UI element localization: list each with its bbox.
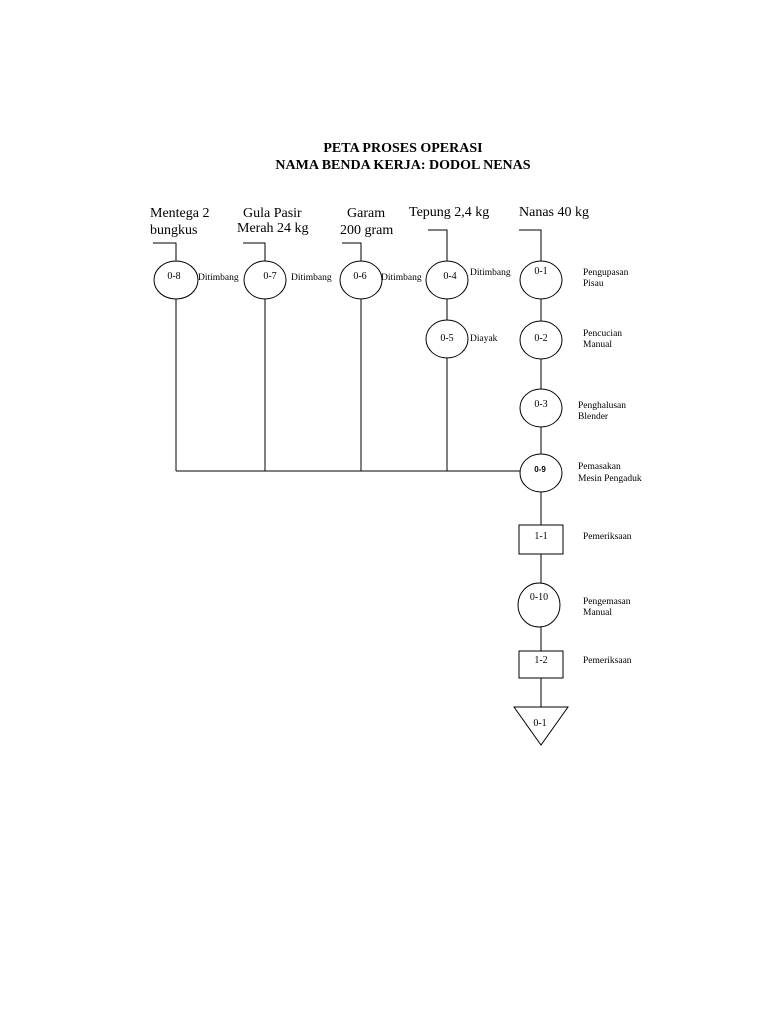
operation-code: 0-2 <box>534 333 547 344</box>
operation-label-line2: Manual <box>583 608 612 618</box>
operation-code: 0-6 <box>353 271 366 282</box>
material-nanas: Nanas 40 kg <box>519 205 589 220</box>
operation-label-line1: Penghalusan <box>578 401 626 411</box>
operation-label-line1: Pemasakan <box>578 462 621 472</box>
chart-subtitle: NAMA BENDA KERJA: DODOL NENAS <box>275 158 530 173</box>
chart-title: PETA PROSES OPERASI <box>323 141 482 156</box>
operation-0-4: 0-4 <box>425 260 469 300</box>
inspection-label: Pemeriksaan <box>583 532 632 542</box>
material-gula-line2: Merah 24 kg <box>237 221 309 236</box>
material-mentega-line2: bungkus <box>150 223 197 238</box>
operation-0-8: 0-8 <box>153 260 199 300</box>
input-line-nanas <box>519 229 542 261</box>
operation-label: Ditimbang <box>470 268 511 278</box>
operation-0-3: 0-3 <box>519 388 563 428</box>
inspection-label: Pemeriksaan <box>583 656 632 666</box>
operation-label: Ditimbang <box>198 273 239 283</box>
material-tepung: Tepung 2,4 kg <box>409 205 489 220</box>
inspection-code: 1-2 <box>534 655 547 666</box>
material-garam-line1: Garam <box>347 206 385 221</box>
operation-code: 0-7 <box>263 271 276 282</box>
operation-label-line1: Pengupasan <box>583 268 629 278</box>
input-line-tepung <box>428 229 448 261</box>
operation-code: 0-3 <box>534 399 547 410</box>
operation-label: Ditimbang <box>291 273 332 283</box>
operation-label-line1: Pencucian <box>583 329 622 339</box>
operation-label: Diayak <box>470 334 498 344</box>
operation-label-line2: Manual <box>583 340 612 350</box>
operation-code: 0-9 <box>534 465 546 474</box>
inspection-code: 1-1 <box>534 531 547 542</box>
operation-0-1: 0-1 <box>519 260 563 300</box>
storage-code: 0-1 <box>533 718 546 729</box>
operation-0-5: 0-5 <box>425 319 469 359</box>
operation-label-line2: Blender <box>578 412 609 422</box>
input-line-mentega <box>153 242 177 261</box>
material-mentega-line1: Mentega 2 <box>150 206 209 221</box>
operation-code: 0-10 <box>530 592 548 603</box>
operation-0-7: 0-7 <box>243 260 287 300</box>
storage-triangle: 0-1 <box>513 706 569 746</box>
operation-0-10: 0-10 <box>517 582 561 628</box>
material-garam-line2: 200 gram <box>340 223 393 238</box>
operation-0-9: 0-9 <box>519 453 563 493</box>
input-line-garam <box>342 242 362 261</box>
operation-code: 0-1 <box>534 266 547 277</box>
operation-label-line2: Mesin Pengaduk <box>578 474 642 484</box>
operation-label-line2: Pisau <box>583 279 604 289</box>
input-line-gula <box>243 242 266 261</box>
operation-label-line1: Pengemasan <box>583 597 631 607</box>
operation-0-2: 0-2 <box>519 320 563 360</box>
material-gula-line1: Gula Pasir <box>243 206 302 221</box>
operation-0-6: 0-6 <box>339 260 383 300</box>
operation-code: 0-4 <box>443 271 456 282</box>
operation-code: 0-5 <box>440 333 453 344</box>
operation-label: Ditimbang <box>381 273 422 283</box>
inspection-1-2: 1-2 <box>518 650 564 679</box>
operation-code: 0-8 <box>167 271 180 282</box>
inspection-1-1: 1-1 <box>518 524 564 555</box>
